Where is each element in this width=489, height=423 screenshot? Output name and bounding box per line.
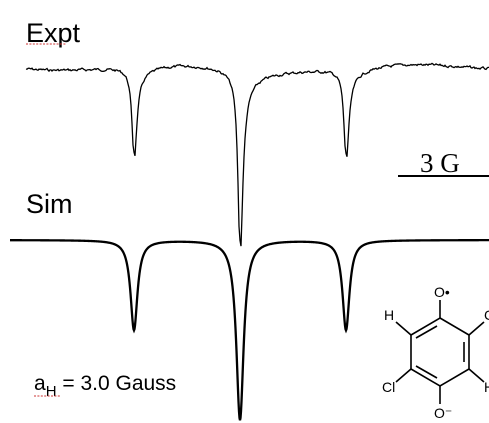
sim-label: Sim	[26, 189, 73, 219]
expt-label: Expt	[26, 18, 81, 48]
molecule-structure	[395, 300, 485, 404]
bond-to-right-top-atom	[468, 321, 485, 336]
ring-double-bond-1	[415, 325, 438, 339]
bond-to-left-top-atom	[395, 321, 412, 336]
benzene-ring	[410, 317, 470, 387]
experimental-spectrum-trace	[25, 62, 489, 247]
atom-bottom-oxygen: O⁻	[434, 405, 452, 421]
scale-bar-label: 3 G	[420, 148, 460, 178]
atom-right-bottom: H	[484, 379, 489, 395]
atom-top-oxygen: O•	[434, 284, 450, 300]
simulated-spectrum-trace	[10, 239, 489, 421]
atom-right-top: Cl	[484, 307, 489, 323]
coupling-constant-label: aH = 3.0 Gauss	[34, 372, 176, 400]
atom-left-bottom: Cl	[382, 379, 395, 395]
coupling-symbol: a	[34, 372, 46, 395]
coupling-subscript: H	[46, 383, 57, 400]
bond-to-left-bottom-atom	[395, 368, 412, 383]
coupling-value: = 3.0 Gauss	[57, 372, 177, 395]
ring-double-bond-3	[415, 365, 438, 379]
bond-to-right-bottom-atom	[468, 368, 485, 383]
atom-left-top: H	[384, 307, 394, 323]
